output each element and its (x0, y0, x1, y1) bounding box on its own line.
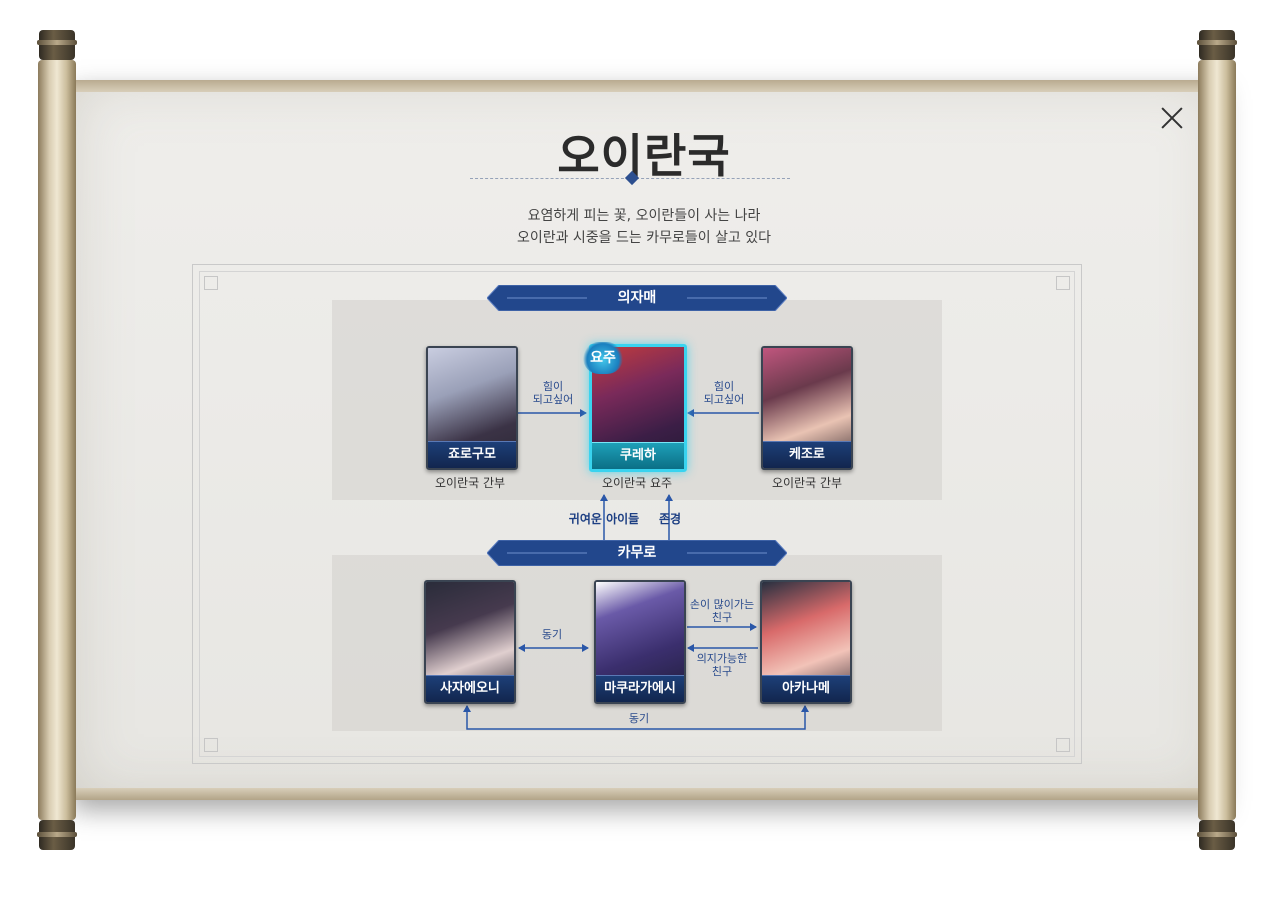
banner-shape (487, 285, 787, 311)
diagram-frame-inner (199, 271, 1075, 757)
leader-badge: 요주 (583, 342, 623, 374)
scroll-rod-right (1198, 60, 1236, 820)
relation-label-respect: 존경 (658, 512, 682, 526)
diagram-frame (192, 264, 1082, 764)
relation-label-jorogumo: 힘이 되고싶어 (522, 380, 584, 406)
scroll-edge-top (72, 80, 1222, 92)
character-card-sazaeoni[interactable]: 사자에오니 (424, 580, 516, 704)
description-line-2: 오이란과 시중을 드는 카무로들이 살고 있다 (516, 230, 772, 246)
arrow-peer-bottom (466, 720, 806, 730)
scroll-cap-bottom-right (1197, 820, 1237, 850)
page-title: 오이란국 (557, 129, 731, 183)
banner-shape (487, 540, 787, 566)
relation-label-line: 되고싶어 (703, 393, 745, 406)
frame-corner-ornament (1056, 738, 1070, 752)
character-card-akaname[interactable]: 아카나메 (760, 580, 852, 704)
relation-label-line: 친구 (711, 665, 733, 678)
scroll-cap-bottom-left (37, 820, 77, 850)
relation-label-line: 힘이 (542, 380, 564, 393)
character-subtitle: 오이란국 요주 (601, 476, 673, 490)
character-subtitle: 오이란국 간부 (771, 476, 843, 490)
character-name: 마쿠라가에시 (596, 675, 684, 702)
relation-label-line: 친구 (711, 611, 733, 624)
frame-corner-ornament (1056, 276, 1070, 290)
banner-label: 의자매 (617, 290, 657, 306)
relation-label-kejoro: 힘이 되고싶어 (693, 380, 755, 406)
character-name: 쿠레하 (592, 442, 684, 469)
relation-label-peer-top: 동기 (541, 628, 563, 641)
relation-label-peer-bottom: 동기 (628, 712, 650, 725)
relation-label-cute-children: 귀여운 아이들 (568, 512, 640, 526)
group-banner-uijamae: 의자매 (487, 285, 787, 311)
relation-label-line: 되고싶어 (532, 393, 574, 406)
relation-label-reliable-friend: 의지가능한 친구 (684, 652, 760, 678)
scroll-cap-top-right (1197, 30, 1237, 60)
scroll-rod-left (38, 60, 76, 820)
scroll-cap-top-left (37, 30, 77, 60)
group-banner-kamuro: 카무로 (487, 540, 787, 566)
banner-label: 카무로 (617, 545, 657, 561)
frame-corner-ornament (204, 276, 218, 290)
character-name: 죠로구모 (428, 441, 516, 468)
scroll-edge-bottom (72, 788, 1222, 800)
relation-label-line: 의지가능한 (696, 652, 748, 665)
description-line-1: 요염하게 피는 꽃, 오이란들이 사는 나라 (527, 208, 761, 224)
character-name: 사자에오니 (426, 675, 514, 702)
character-name: 아카나메 (762, 675, 850, 702)
character-card-makuragaeshi[interactable]: 마쿠라가에시 (594, 580, 686, 704)
relation-label-line: 힘이 (713, 380, 735, 393)
description: 요염하게 피는 꽃, 오이란들이 사는 나라 오이란과 시중을 드는 카무로들이… (400, 205, 888, 249)
frame-corner-ornament (204, 738, 218, 752)
character-card-kejoro[interactable]: 케조로 (761, 346, 853, 470)
relation-label-line: 손이 많이가는 (689, 598, 755, 611)
character-subtitle: 오이란국 간부 (434, 476, 506, 490)
character-card-jorogumo[interactable]: 죠로구모 (426, 346, 518, 470)
character-name: 케조로 (763, 441, 851, 468)
relation-label-high-maintenance-friend: 손이 많이가는 친구 (684, 598, 760, 624)
